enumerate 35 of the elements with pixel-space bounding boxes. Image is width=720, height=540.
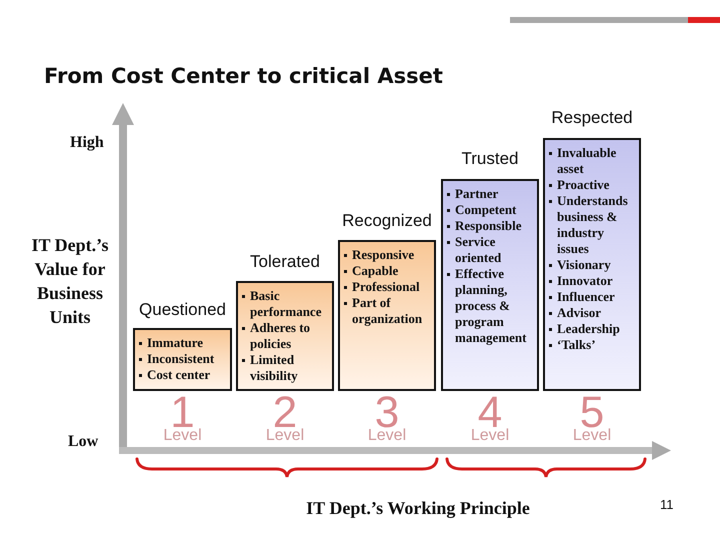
bullet-item: Invaluable asset <box>548 145 637 177</box>
bullet-item: Influencer <box>548 289 637 305</box>
bullet-item: Responsible <box>446 218 535 234</box>
bullet-item: Part of organization <box>343 295 432 327</box>
bullet-item: ‘Talks’ <box>548 337 637 353</box>
bullet-item: Innovator <box>548 273 637 289</box>
axis-title: IT Dept.’s Working Principle <box>306 497 530 519</box>
bullet-item: Competent <box>446 202 535 218</box>
stage-heading: Trusted <box>462 148 518 169</box>
stage-heading: Tolerated <box>250 251 320 272</box>
bullet-item: Understands business & industry issues <box>548 193 637 257</box>
page-number: 11 <box>660 497 674 513</box>
stage-heading: Questioned <box>139 299 226 320</box>
bullet-item: Cost center <box>138 367 228 383</box>
bullet-item: Capable <box>343 263 432 279</box>
bullet-item: Advisor <box>548 305 637 321</box>
bullet-item: Adheres to policies <box>241 320 330 352</box>
bullet-item: Responsive <box>343 247 432 263</box>
stage-heading: Recognized <box>342 210 432 231</box>
bullet-item: Proactive <box>548 177 637 193</box>
axis-label: Low <box>68 432 98 452</box>
bullet-item: Service oriented <box>446 234 535 266</box>
bullet-item: Effective planning, process & program management <box>446 266 535 346</box>
bullet-item: Partner <box>446 186 535 202</box>
bullet-item: Inconsistent <box>138 351 228 367</box>
bullet-item: Basic performance <box>241 288 330 320</box>
bullet-item: Professional <box>343 279 432 295</box>
bullet-item: Visionary <box>548 257 637 273</box>
bullet-item: Limited visibility <box>241 352 330 384</box>
slide-title: From Cost Center to critical Asset <box>44 63 443 89</box>
stage-heading: Respected <box>551 107 633 128</box>
axis-title: IT Dept.’s Value for Business Units <box>30 234 110 329</box>
bullet-item: Immature <box>138 335 228 351</box>
axis-label: High <box>70 133 104 153</box>
bullet-item: Leadership <box>548 321 637 337</box>
